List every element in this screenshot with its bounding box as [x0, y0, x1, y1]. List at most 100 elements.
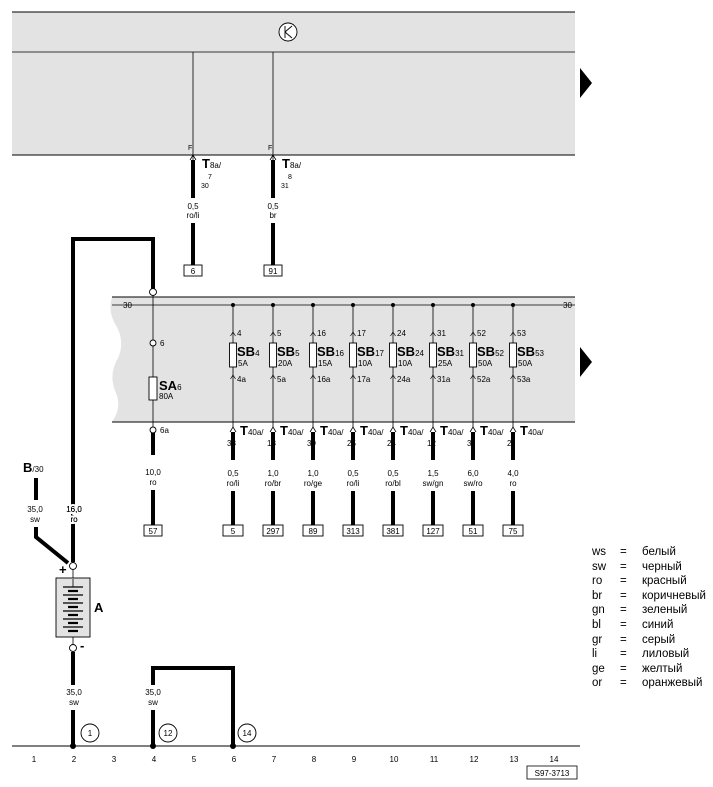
svg-text:T8a/: T8a/: [282, 156, 302, 171]
legend-row: sw=черный: [592, 560, 706, 575]
svg-text:T40a/: T40a/: [520, 423, 544, 438]
legend-row: li=лиловый: [592, 647, 706, 662]
scale-number: 11: [430, 755, 439, 764]
relay-pin-label: F: [188, 145, 192, 152]
fuse-conn-num: 3: [467, 439, 472, 448]
fuse-pin-bottom: 53a: [517, 375, 531, 384]
legend-name: лиловый: [642, 648, 690, 661]
legend-eq: =: [620, 575, 627, 588]
relay-conn-num: 7: [208, 174, 212, 181]
svg-text:SB4: SB4: [237, 344, 260, 359]
fuse-wire-color: ro/br: [265, 479, 282, 488]
relay-pin-label: F: [268, 145, 272, 152]
battery-name: A: [94, 600, 104, 615]
legend-code: ws: [592, 546, 607, 558]
sa-pin-bottom: 6a: [160, 426, 169, 435]
fuse-pin-top: 4: [237, 329, 242, 338]
relay-conn-name: T: [202, 156, 210, 171]
legend-eq: =: [620, 546, 627, 558]
svg-text:SB53: SB53: [517, 344, 545, 359]
sa-amp: 80A: [159, 392, 174, 401]
fuse-wire-size: 6,0: [467, 469, 479, 478]
fuse-amp: 50A: [518, 359, 533, 368]
earth-symbol-icon: [278, 22, 298, 42]
fuse-num: 17: [375, 349, 384, 358]
fuse-pin-top: 53: [517, 329, 526, 338]
svg-text:T8a/: T8a/: [202, 156, 222, 171]
legend-row: or=оранжевый: [592, 676, 706, 691]
fuse-conn-name: T: [520, 423, 528, 438]
fuse-pin-bottom: 52a: [477, 375, 491, 384]
legend-name: оранжевый: [642, 677, 703, 690]
fuse-conn-sub: 40a/: [368, 428, 384, 437]
legend-code: ro: [592, 575, 603, 588]
scale-number: 14: [550, 755, 559, 764]
sa-pin-top: 6: [160, 339, 165, 348]
fuse-num: 4: [255, 349, 260, 358]
svg-text:T40a/: T40a/: [240, 423, 264, 438]
fuse-ref: 5: [231, 527, 236, 536]
fuse-amp: 25A: [438, 359, 453, 368]
fuse-wire-color: sw/gn: [423, 479, 444, 488]
fuse-ref: 89: [309, 527, 318, 536]
relay-term: 31: [281, 183, 289, 190]
ground-point-label: 1: [88, 729, 93, 738]
relay-wire-color: ro/li: [187, 211, 200, 220]
legend-eq: =: [620, 677, 627, 690]
fuse-name: SB: [397, 344, 415, 359]
svg-text:T40a/: T40a/: [480, 423, 504, 438]
svg-text:SB16: SB16: [317, 344, 345, 359]
fuse-name: SB: [357, 344, 375, 359]
main-fuse-sa: 6 SA6 80A 6a 10,0 ro 57: [143, 288, 182, 537]
fuse-wire-size: 4,0: [507, 469, 519, 478]
fuse-num: 52: [495, 349, 504, 358]
fuse-num: 5: [295, 349, 300, 358]
legend-row: bl = синий: [592, 618, 706, 633]
svg-text:SB17: SB17: [357, 344, 385, 359]
legend-eq: =: [620, 662, 627, 675]
diagram-code: S97-3713: [535, 769, 570, 778]
battery-ro-size: 16,0: [66, 505, 82, 514]
svg-text:SB5: SB5: [277, 344, 300, 359]
fuse-box-panel: [110, 297, 576, 422]
fuse-wire-size: 1,5: [427, 469, 439, 478]
scale-number: 10: [390, 755, 399, 764]
legend-eq: =: [620, 633, 627, 646]
fuse-name: SB: [237, 344, 255, 359]
fuse-pin-bottom: 24a: [397, 375, 411, 384]
fuse-amp: 15A: [318, 359, 333, 368]
legend-eq: =: [620, 618, 627, 631]
fuse-wire-color: ro: [509, 479, 517, 488]
fuse-wire-size: 0,5: [387, 469, 399, 478]
battery-plus: +: [59, 562, 67, 577]
legend-code: bl: [592, 618, 601, 631]
fuse-conn-sub: 40a/: [248, 428, 264, 437]
fuse-pin-top: 17: [357, 329, 366, 338]
fuse-ref: 127: [426, 527, 440, 536]
legend-eq: =: [620, 648, 627, 661]
fuse-wire-color: ro/bl: [385, 479, 401, 488]
legend-name: синий: [642, 618, 674, 631]
fuse-amp: 5A: [238, 359, 248, 368]
ground-strap-size: 35,0: [145, 688, 161, 697]
battery-feed-wire: [71, 237, 155, 562]
fuse-pin-bottom: 4a: [237, 375, 246, 384]
svg-text:B/30: B/30: [23, 460, 44, 475]
legend-code: ge: [592, 662, 605, 675]
fuse-ref: 313: [346, 527, 360, 536]
fuse-pin-bottom: 5a: [277, 375, 286, 384]
scale-number: 1: [32, 755, 37, 764]
scale-number: 4: [152, 755, 157, 764]
fuse-ref: 75: [509, 527, 518, 536]
svg-text:SB31: SB31: [437, 344, 465, 359]
fuse-wire-color: ro/li: [347, 479, 360, 488]
fuse-pin-top: 52: [477, 329, 486, 338]
battery-ro-color: ro: [70, 515, 78, 524]
legend-row: gr=серый: [592, 633, 706, 648]
fuse-wire-size: 0,5: [227, 469, 239, 478]
